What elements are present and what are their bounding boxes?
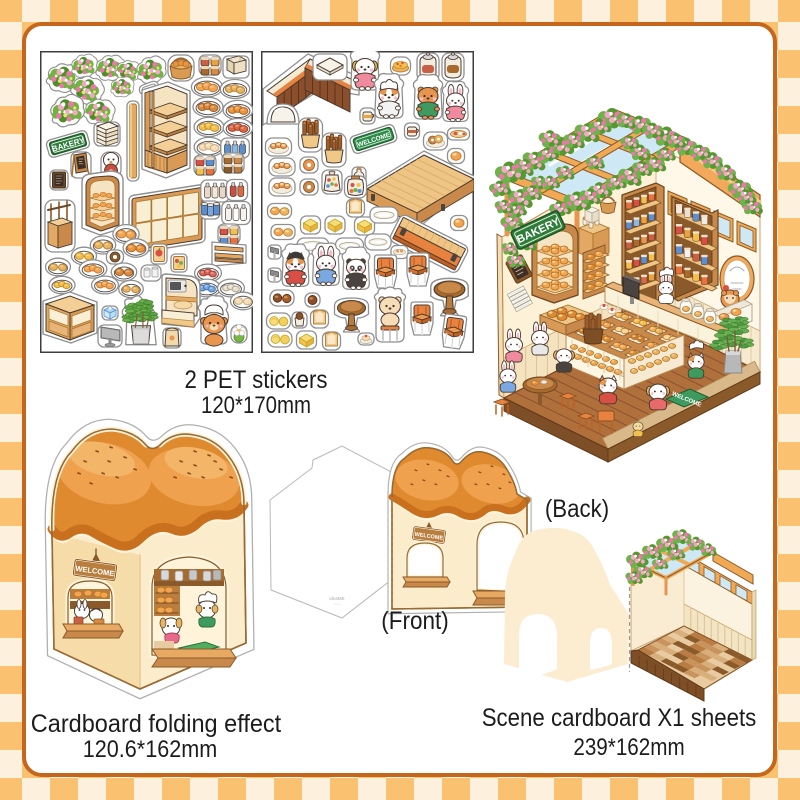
svg-text:• • • •: • • • •	[334, 602, 341, 606]
svg-text:ideaME: ideaME	[329, 596, 344, 601]
svg-text:WELCOME: WELCOME	[414, 532, 444, 542]
